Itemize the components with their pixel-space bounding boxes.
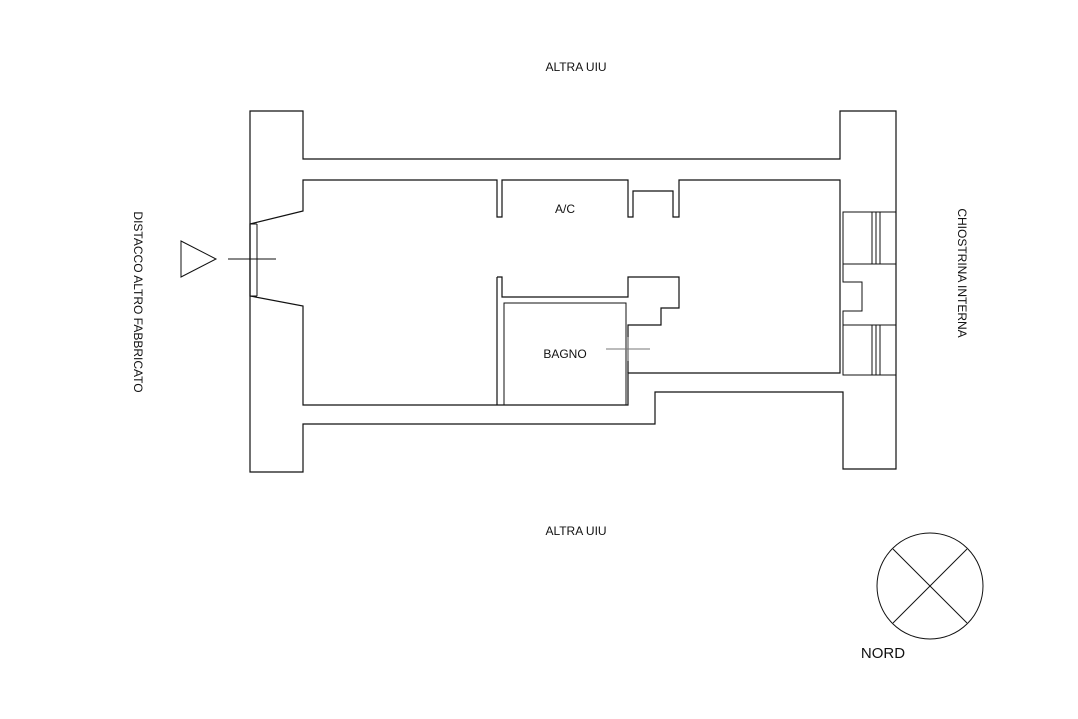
bathroom-room [503, 302, 627, 406]
label-top-neighbor: ALTRA UIU [545, 60, 606, 74]
entrance-arrow-icon [180, 240, 218, 278]
window-lower [842, 324, 897, 376]
label-bathroom: BAGNO [543, 347, 586, 361]
outer-wall [249, 110, 897, 473]
label-bottom-neighbor: ALTRA UIU [545, 524, 606, 538]
label-closet: A/C [555, 202, 575, 216]
compass-cross [892, 548, 968, 624]
label-right-side: CHIOSTRINA INTERNA [955, 208, 969, 337]
label-left-side: DISTACCO ALTRO FABBRICATO [131, 211, 145, 392]
compass-icon [876, 532, 984, 640]
inner-wall [249, 179, 841, 406]
bathroom-partition [497, 276, 680, 373]
label-north: NORD [861, 645, 905, 662]
window-upper [842, 211, 897, 265]
wall-niche [842, 264, 863, 325]
